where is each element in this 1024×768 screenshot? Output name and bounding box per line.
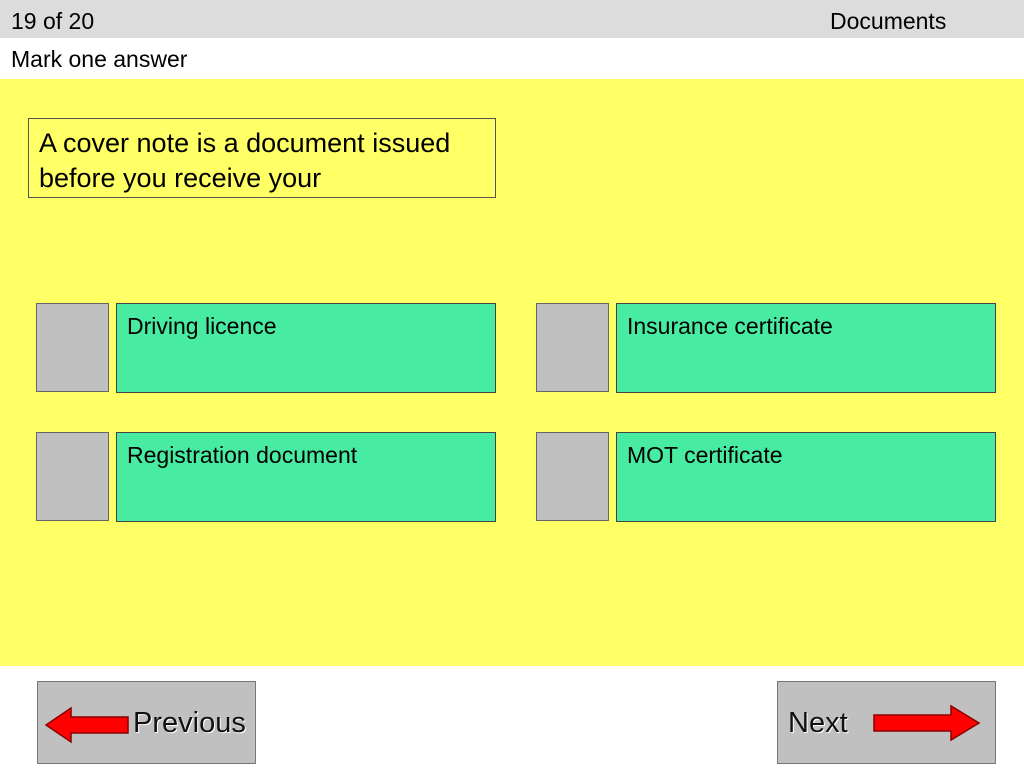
- left-arrow-icon: [44, 706, 129, 744]
- answer-checkbox-registration-document[interactable]: [36, 432, 109, 521]
- question-progress: 19 of 20: [11, 8, 95, 34]
- answer-checkbox-insurance-certificate[interactable]: [536, 303, 609, 392]
- answer-option-mot-certificate[interactable]: MOT certificate: [616, 432, 996, 522]
- previous-button[interactable]: Previous: [37, 681, 256, 764]
- answer-checkbox-mot-certificate[interactable]: [536, 432, 609, 521]
- previous-button-label: Previous: [133, 707, 246, 739]
- right-arrow-icon: [873, 704, 981, 742]
- header-bar: 19 of 20 Documents: [0, 0, 1024, 38]
- answer-checkbox-driving-licence[interactable]: [36, 303, 109, 392]
- answer-option-driving-licence[interactable]: Driving licence: [116, 303, 496, 393]
- next-button[interactable]: Next: [777, 681, 996, 764]
- topic-title: Documents: [830, 8, 947, 34]
- answer-option-registration-document[interactable]: Registration document: [116, 432, 496, 522]
- question-text: A cover note is a document issued before…: [28, 118, 496, 198]
- next-button-label: Next: [788, 707, 848, 739]
- instruction-text: Mark one answer: [11, 46, 188, 72]
- answer-option-insurance-certificate[interactable]: Insurance certificate: [616, 303, 996, 393]
